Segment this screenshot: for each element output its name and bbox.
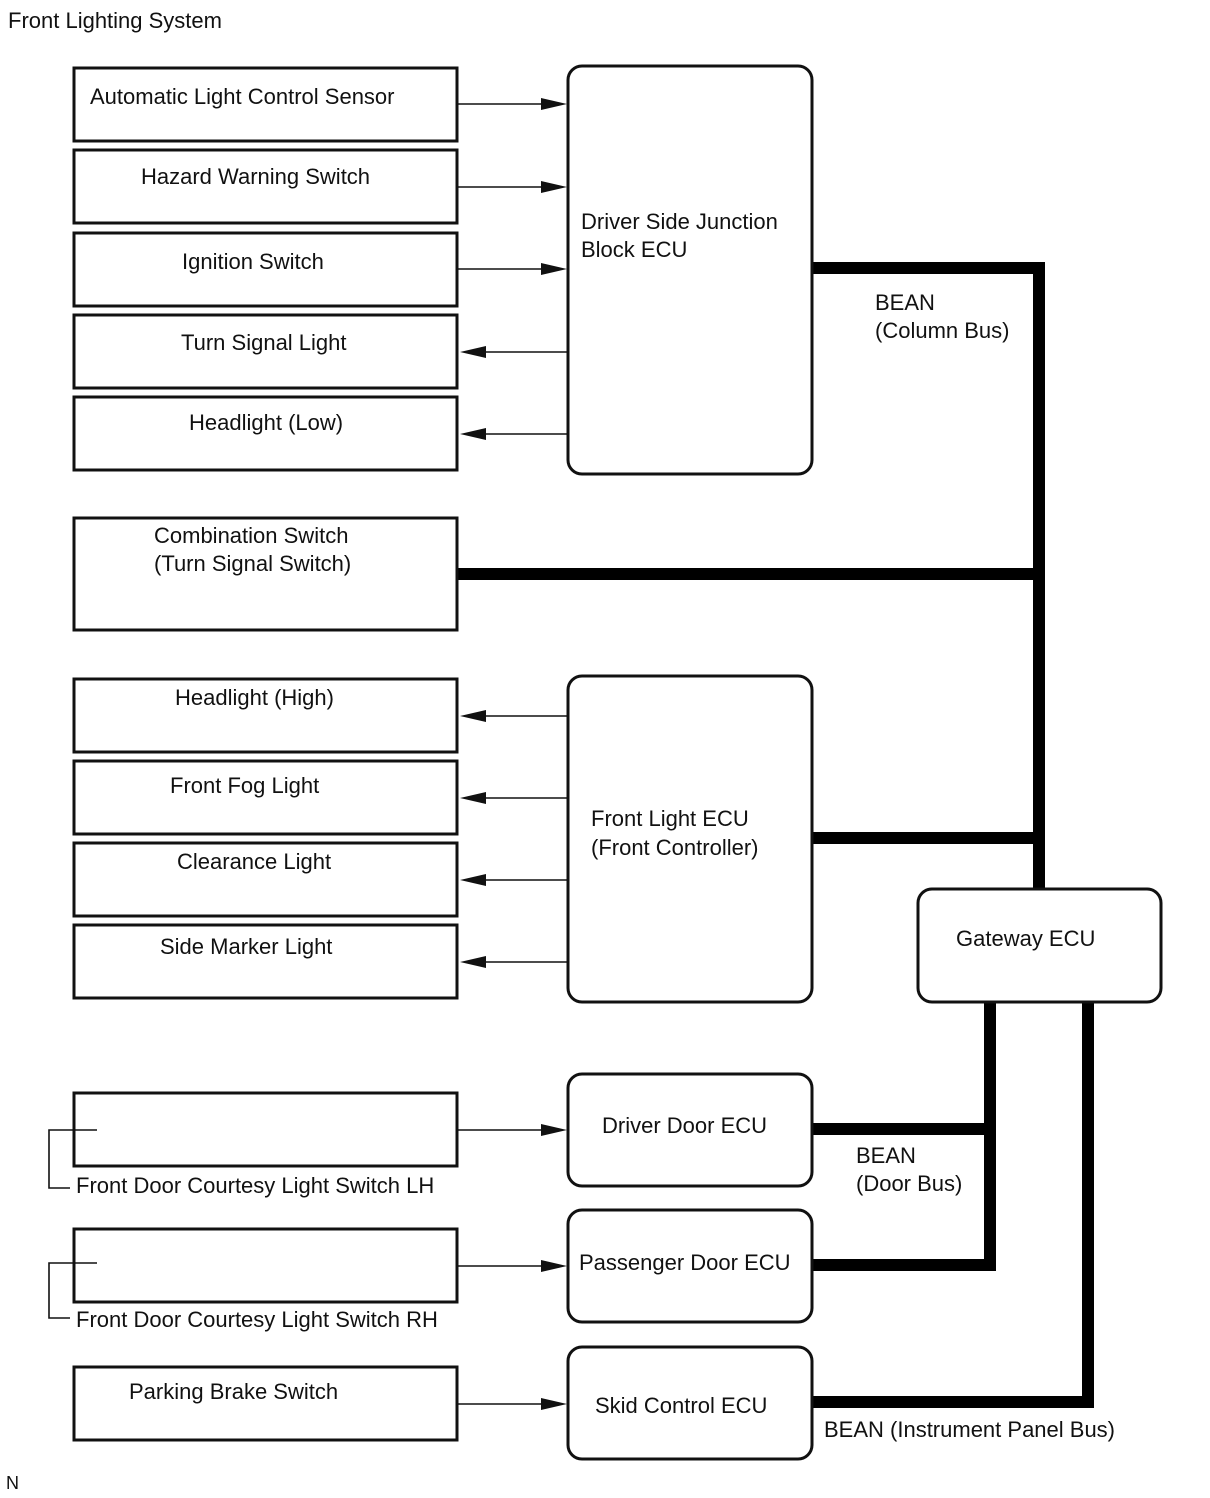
component-parking-brake-switch: Parking Brake Switch xyxy=(72,1365,459,1442)
bean-bus-lines xyxy=(452,262,1094,1408)
column-bus-label: (Column Bus) xyxy=(875,318,1009,343)
ecu-label: Passenger Door ECU xyxy=(579,1250,791,1275)
ecu-gateway: Gateway ECU xyxy=(916,887,1163,1004)
component-headlight-high: Headlight (High) xyxy=(72,677,459,754)
component-clearance-light: Clearance Light xyxy=(72,841,459,918)
component-label: Clearance Light xyxy=(177,849,331,874)
component-label: Hazard Warning Switch xyxy=(141,164,370,189)
component-combination-switch: Combination Switch (Turn Signal Switch) xyxy=(72,516,459,632)
component-label: Parking Brake Switch xyxy=(129,1379,338,1404)
instrument-panel-bus-label: BEAN (Instrument Panel Bus) xyxy=(824,1417,1115,1442)
arrow-icon xyxy=(460,874,486,886)
component-label: Automatic Light Control Sensor xyxy=(90,84,395,109)
arrow-icon xyxy=(541,263,567,275)
ecu-driver-side-junction-block: Driver Side Junction Block ECU xyxy=(566,64,814,476)
ecu-label: Gateway ECU xyxy=(956,926,1095,951)
arrow-icon xyxy=(460,956,486,968)
switch-symbol-icon xyxy=(48,1262,97,1319)
door-bus-label: BEAN xyxy=(856,1143,916,1168)
component-label: Front Door Courtesy Light Switch RH xyxy=(76,1307,438,1332)
component-front-fog-light: Front Fog Light xyxy=(72,759,459,836)
door-bus-label: (Door Bus) xyxy=(856,1171,962,1196)
arrow-icon xyxy=(541,98,567,110)
arrow-icon xyxy=(460,346,486,358)
component-label: Ignition Switch xyxy=(182,249,324,274)
arrow-icon xyxy=(460,710,486,722)
component-door-switch-rh: Front Door Courtesy Light Switch RH xyxy=(48,1227,459,1332)
ecu-driver-door: Driver Door ECU xyxy=(566,1072,814,1188)
column-bus-label: BEAN xyxy=(875,290,935,315)
ecu-label: Skid Control ECU xyxy=(595,1393,767,1418)
arrow-icon xyxy=(541,1398,567,1410)
component-door-switch-lh: Front Door Courtesy Light Switch LH xyxy=(48,1091,459,1198)
arrow-icon xyxy=(541,1260,567,1272)
arrow-icon xyxy=(460,428,486,440)
component-label: Headlight (High) xyxy=(175,685,334,710)
arrow-icon xyxy=(541,181,567,193)
instrument-panel-bus-line xyxy=(806,997,1094,1408)
ecu-label: Driver Side Junction xyxy=(581,209,778,234)
ecu-skid-control: Skid Control ECU xyxy=(566,1345,814,1461)
component-label: (Turn Signal Switch) xyxy=(154,551,351,576)
ecu-front-light: Front Light ECU (Front Controller) xyxy=(566,674,814,1004)
component-label: Front Fog Light xyxy=(170,773,319,798)
component-label: Turn Signal Light xyxy=(181,330,347,355)
signal-wires xyxy=(458,98,568,1410)
footer-code: N xyxy=(6,1473,19,1493)
component-side-marker-light: Side Marker Light xyxy=(72,923,459,1000)
diagram-title: Front Lighting System xyxy=(8,8,222,33)
ecu-label: Driver Door ECU xyxy=(602,1113,767,1138)
component-hazard-switch: Hazard Warning Switch xyxy=(72,148,459,225)
ecu-label: Block ECU xyxy=(581,237,687,262)
door-bus-line xyxy=(806,997,996,1271)
component-ignition-switch: Ignition Switch xyxy=(72,231,459,308)
switch-symbol-icon xyxy=(48,1129,97,1189)
component-label: Side Marker Light xyxy=(160,934,332,959)
component-headlight-low: Headlight (Low) xyxy=(72,395,459,472)
arrow-icon xyxy=(541,1124,567,1136)
component-turn-signal-light: Turn Signal Light xyxy=(72,313,459,390)
ecu-passenger-door: Passenger Door ECU xyxy=(566,1208,814,1324)
arrow-icon xyxy=(460,792,486,804)
ecu-label: Front Light ECU xyxy=(591,806,749,831)
component-label: Front Door Courtesy Light Switch LH xyxy=(76,1173,434,1198)
component-label: Headlight (Low) xyxy=(189,410,343,435)
column-bus-line xyxy=(806,262,1045,894)
component-auto-light-sensor: Automatic Light Control Sensor xyxy=(72,66,459,143)
component-label: Combination Switch xyxy=(154,523,348,548)
ecu-label: (Front Controller) xyxy=(591,835,758,860)
